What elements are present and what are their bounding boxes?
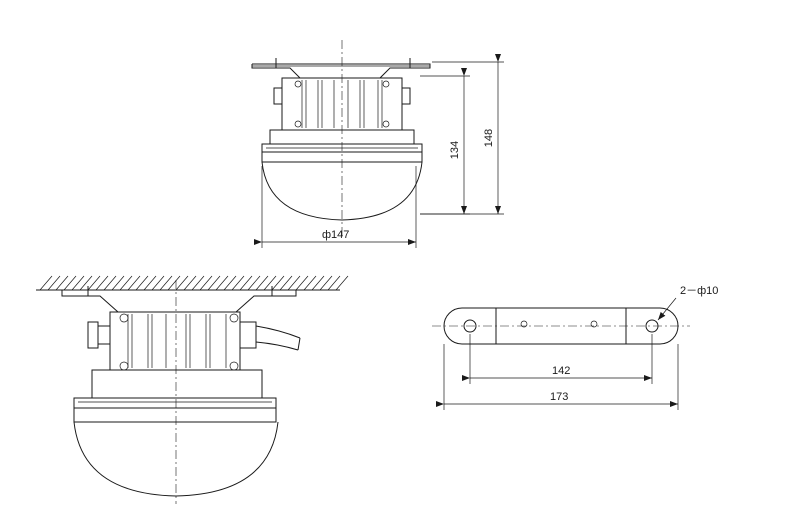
dim-hole-callout: 2－ф10 <box>680 285 718 297</box>
hatch-line <box>207 275 221 291</box>
hatch-line <box>175 275 189 291</box>
hatch-line <box>159 275 173 291</box>
dim-height-inner: 134 <box>449 141 461 159</box>
hatch-line <box>231 275 245 291</box>
hatch-line <box>335 275 349 291</box>
hatch-line <box>71 275 85 291</box>
hatch-line <box>255 275 269 291</box>
cooling-fins <box>301 80 383 128</box>
hatch-line <box>327 275 341 291</box>
hatch-line <box>319 275 333 291</box>
hatch-line <box>279 275 293 291</box>
hatch-line <box>295 275 309 291</box>
hatch-line <box>223 275 237 291</box>
hatch-line <box>111 275 125 291</box>
hatch-line <box>47 275 61 291</box>
hatch-line <box>167 275 181 291</box>
ceiling-mounted-view <box>36 275 349 504</box>
hatch-line <box>247 275 261 291</box>
hatch-line <box>191 275 205 291</box>
hatch-line <box>271 275 285 291</box>
dim-hole-spacing: 142 <box>552 365 570 377</box>
hatch-line <box>127 275 141 291</box>
hatch-line <box>287 275 301 291</box>
hatch-line <box>199 275 213 291</box>
hatch-line <box>183 275 197 291</box>
hatch-line <box>95 275 109 291</box>
front-elevation-view: ф147 134 148 <box>251 40 504 248</box>
bracket-plan-view: 2－ф10 142 173 <box>432 285 718 410</box>
hatch-line <box>55 275 69 291</box>
dim-bracket-length: 173 <box>550 391 568 403</box>
dim-diameter-front: ф147 <box>322 229 349 241</box>
hatch-line <box>263 275 277 291</box>
hatch-line <box>143 275 157 291</box>
cooling-fins-lower <box>127 314 227 368</box>
hatch-line <box>79 275 93 291</box>
hatch-line <box>239 275 253 291</box>
hatch-line <box>311 275 325 291</box>
hatch-line <box>63 275 77 291</box>
hatch-line <box>215 275 229 291</box>
hatch-line <box>103 275 117 291</box>
hatch-line <box>119 275 133 291</box>
hatch-line <box>39 275 53 291</box>
hatch-line <box>151 275 165 291</box>
hatch-line <box>87 275 101 291</box>
hatch-line <box>135 275 149 291</box>
hatch-line <box>303 275 317 291</box>
ceiling-hatch <box>39 275 349 291</box>
dim-height-outer: 148 <box>483 129 495 147</box>
